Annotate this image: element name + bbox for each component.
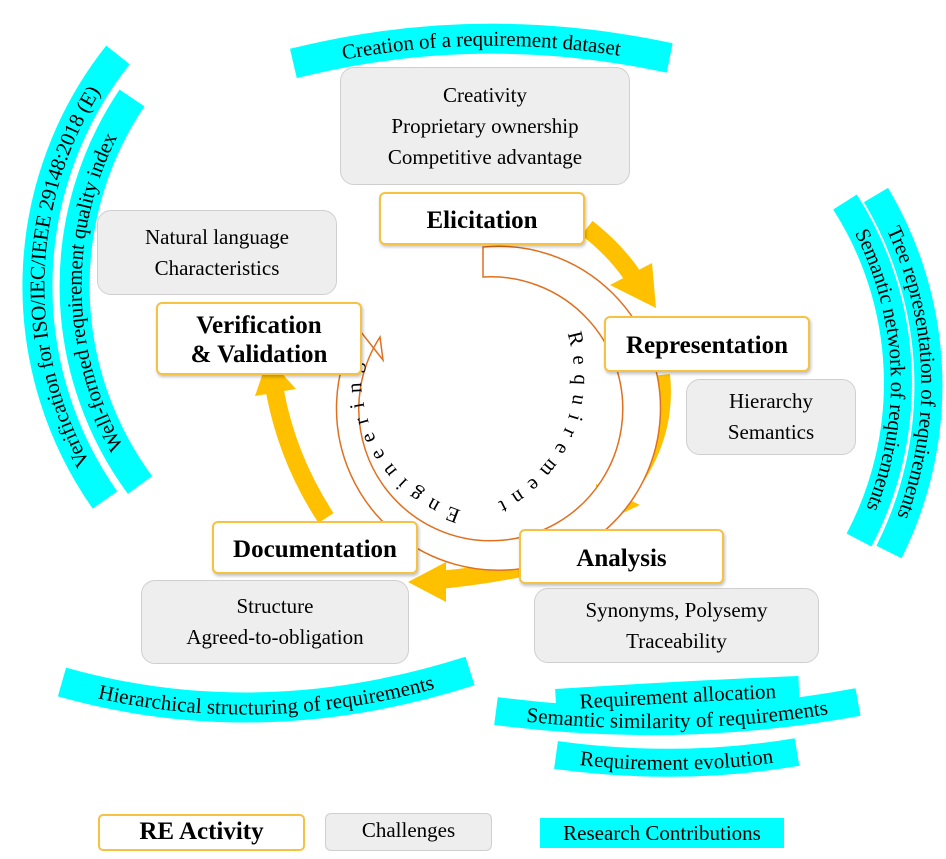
activity-label: Documentation (233, 536, 397, 563)
activity-label: Verification (196, 312, 322, 339)
challenge-text: Semantics (727, 420, 815, 444)
contribution-band-bottom-right-3 (554, 738, 800, 777)
challenge-box-representation: Hierarchy Semantics (686, 379, 856, 455)
challenge-box-elicitation: Creativity Proprietary ownership Competi… (340, 67, 630, 185)
contribution-band-bottom-right-1 (555, 676, 800, 717)
challenge-text: Natural language (144, 224, 290, 249)
center-word-requirement: Requirement (487, 329, 593, 523)
activity-label: Elicitation (426, 207, 538, 234)
contribution-band-bottom-left (57, 656, 475, 723)
contribution-band-bottom-right-2 (494, 688, 861, 736)
activity-elicitation: Elicitation (379, 192, 585, 245)
contribution-bands (22, 23, 943, 777)
challenge-text: Competitive advantage (387, 144, 583, 169)
challenge-text: Creativity (443, 82, 527, 107)
legend-label: Challenges (361, 818, 456, 842)
challenge-text: Structure (236, 594, 314, 618)
legend-label: Research Contributions (563, 821, 761, 845)
legend-re-activity: RE Activity (98, 814, 305, 851)
activity-label: & Validation (190, 341, 328, 368)
contribution-band-top (289, 23, 673, 79)
contribution-band-right-inner (833, 194, 912, 547)
challenge-text: Hierarchy (729, 389, 813, 413)
challenge-box-documentation: Structure Agreed-to-obligation (141, 580, 409, 664)
activity-verification-validation: Verification & Validation (156, 302, 362, 375)
cycle-arrow-documentation-to-verification (266, 390, 334, 523)
challenge-text: Agreed-to-obligation (186, 625, 364, 649)
legend-research-contributions: Research Contributions (540, 818, 784, 848)
challenge-box-analysis: Synonyms, Polysemy Traceability (534, 588, 819, 663)
challenge-text: Synonyms, Polysemy (585, 597, 768, 622)
challenge-box-verification: Natural language Characteristics (97, 210, 337, 295)
legend-challenges: Challenges (325, 813, 492, 851)
activity-label: Analysis (576, 545, 667, 572)
challenge-text: Traceability (626, 628, 727, 653)
cycle-arrowhead-representation (610, 263, 656, 308)
cycle-arrowhead-documentation (408, 562, 446, 602)
center-word-engineering: Engineering (342, 352, 463, 528)
challenge-text: Characteristics (154, 255, 280, 280)
contribution-band-right-outer (863, 187, 943, 559)
legend-label: RE Activity (139, 818, 264, 845)
activity-representation: Representation (604, 316, 810, 372)
cycle-arrow-elicitation-to-representation (581, 220, 640, 281)
activity-documentation: Documentation (212, 521, 418, 574)
contribution-band-left-outer (22, 45, 130, 509)
activity-analysis: Analysis (519, 529, 724, 584)
challenge-text: Proprietary ownership (391, 113, 579, 138)
contribution-band-left-inner (59, 89, 153, 494)
activity-label: Representation (625, 332, 789, 359)
